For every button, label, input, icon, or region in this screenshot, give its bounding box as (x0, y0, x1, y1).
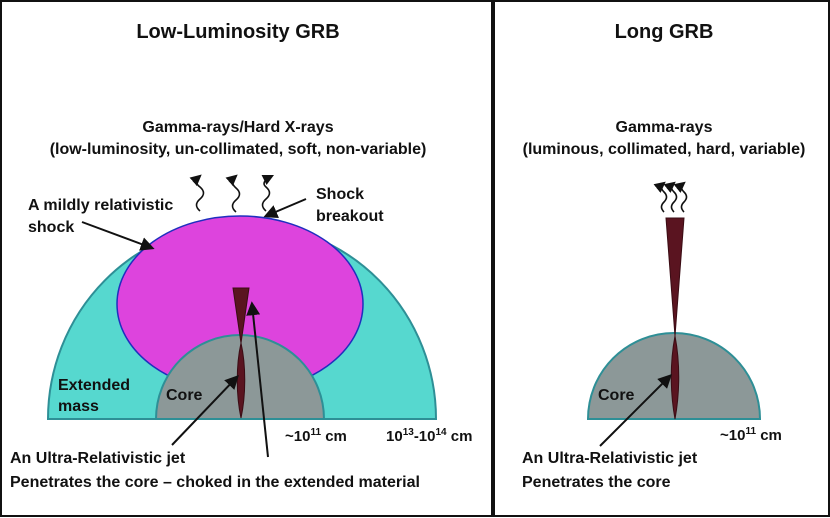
extended-mass-size: 1013-1014 cm (386, 427, 472, 445)
left-title: Low-Luminosity GRB (136, 21, 339, 43)
right-emission-arrow-1 (653, 181, 668, 213)
left-emission-arrow-3 (261, 174, 275, 212)
left-emission-arrow-1 (189, 174, 205, 212)
left-jet-pointer (171, 374, 239, 446)
extended-label-line1: Extended (58, 377, 130, 394)
shock-label-line1: A mildly relativistic (28, 197, 173, 214)
right-jet-label-line2: Penetrates the core (522, 474, 671, 491)
left-emission-title: Gamma-rays/Hard X-rays (142, 119, 333, 136)
right-emission-detail: (luminous, collimated, hard, variable) (523, 141, 806, 158)
right-emission-title: Gamma-rays (616, 119, 713, 136)
left-panel-frame (0, 0, 493, 517)
left-jet-base (236, 342, 246, 419)
right-core-size: ~1011 cm (720, 426, 782, 444)
right-jet-pointer (599, 374, 672, 447)
left-jet-label-line1: An Ultra-Relativistic jet (10, 450, 186, 467)
right-panel-frame (493, 0, 830, 517)
breakout-label-line2: breakout (316, 208, 384, 225)
shock-label-line2: shock (28, 219, 74, 236)
breakout-label-line1: Shock (316, 186, 364, 203)
right-title: Long GRB (615, 21, 714, 43)
shock-pointer (81, 221, 155, 251)
right-core-label: Core (598, 387, 635, 404)
right-emission-arrow-2 (663, 181, 678, 213)
right-jet-label-line1: An Ultra-Relativistic jet (522, 450, 698, 467)
extended-label-line2: mass (58, 398, 99, 415)
left-core-label: Core (166, 387, 203, 404)
choked-pointer (246, 301, 269, 458)
breakout-pointer (263, 198, 307, 219)
left-jet-head (232, 287, 250, 344)
right-jet-head (665, 217, 685, 337)
left-emission-arrow-2 (225, 174, 241, 213)
left-jet-label-line2: Penetrates the core – choked in the exte… (10, 474, 420, 491)
left-emission-detail: (low-luminosity, un-collimated, soft, no… (50, 141, 427, 158)
right-jet-base (670, 335, 680, 420)
right-emission-arrow-3 (673, 181, 688, 213)
left-core-size: ~1011 cm (285, 427, 347, 445)
